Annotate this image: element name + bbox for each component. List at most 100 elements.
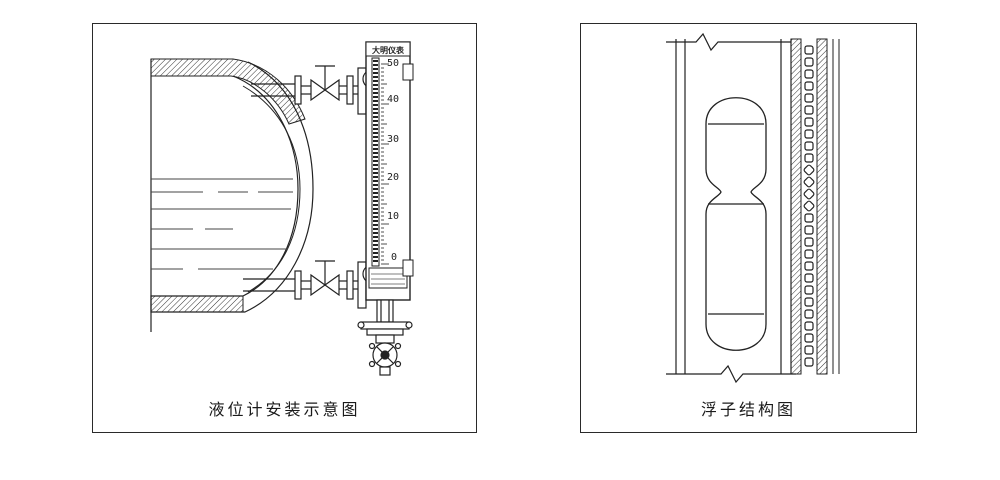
level-segment bbox=[373, 236, 378, 238]
upper-valve bbox=[251, 65, 367, 115]
level-segment bbox=[373, 108, 378, 110]
level-segment bbox=[373, 76, 378, 78]
indicator-flap bbox=[803, 164, 815, 176]
level-segment bbox=[373, 144, 378, 146]
level-segment bbox=[373, 224, 378, 226]
indicator-flap bbox=[804, 297, 814, 307]
level-segment bbox=[373, 148, 378, 150]
float bbox=[705, 97, 767, 351]
level-segment bbox=[373, 176, 378, 178]
indicator-flap bbox=[803, 200, 815, 212]
level-segment bbox=[373, 112, 378, 114]
scale-label-30: 30 bbox=[387, 134, 399, 145]
level-segment bbox=[373, 100, 378, 102]
level-segment bbox=[373, 256, 378, 258]
indicator-flap bbox=[804, 273, 814, 283]
level-segment bbox=[373, 228, 378, 230]
level-segment bbox=[373, 84, 378, 86]
level-segment bbox=[373, 252, 378, 254]
level-segment bbox=[373, 88, 378, 90]
level-segment bbox=[373, 128, 378, 130]
level-segment bbox=[373, 120, 378, 122]
scale-label-50: 50 bbox=[387, 58, 399, 69]
level-segment bbox=[373, 140, 378, 142]
level-segment bbox=[373, 232, 378, 234]
scale-ticks bbox=[381, 63, 389, 265]
indicator-flap bbox=[803, 188, 815, 200]
level-segment bbox=[373, 196, 378, 198]
float-structure-diagram bbox=[666, 32, 840, 384]
level-segment bbox=[373, 204, 378, 206]
level-segment bbox=[373, 116, 378, 118]
indicator-flap bbox=[804, 309, 814, 319]
indicator-flap bbox=[804, 213, 814, 223]
drain-valve bbox=[357, 299, 413, 376]
level-segment bbox=[373, 60, 378, 62]
level-segment bbox=[373, 188, 378, 190]
level-segment bbox=[373, 260, 378, 262]
indicator-flap bbox=[804, 261, 814, 271]
level-segment bbox=[373, 132, 378, 134]
level-gauge bbox=[362, 41, 414, 301]
level-segment bbox=[373, 168, 378, 170]
level-segment bbox=[373, 212, 378, 214]
level-segment bbox=[373, 64, 378, 66]
gauge-brand-label: 大明仪表 bbox=[372, 45, 405, 55]
indicator-flap bbox=[804, 57, 814, 67]
indicator-flap bbox=[804, 153, 814, 163]
level-segment bbox=[373, 80, 378, 82]
indicator-flap bbox=[804, 93, 814, 103]
level-segment bbox=[373, 200, 378, 202]
indicator-flap bbox=[803, 176, 815, 188]
indicator-flap bbox=[804, 249, 814, 259]
level-segment bbox=[373, 164, 378, 166]
indicator-flap bbox=[804, 237, 814, 247]
indicator-flap bbox=[804, 81, 814, 91]
level-segment bbox=[373, 244, 378, 246]
scale-label-10: 10 bbox=[387, 211, 399, 222]
level-segment bbox=[373, 136, 378, 138]
float-structure-panel: 浮子结构图 bbox=[580, 23, 917, 433]
level-segment bbox=[373, 180, 378, 182]
scale-label-40: 40 bbox=[387, 94, 399, 105]
level-segment bbox=[373, 156, 378, 158]
level-segment bbox=[373, 192, 378, 194]
level-segment bbox=[373, 160, 378, 162]
level-segment bbox=[373, 92, 378, 94]
indicator-flap bbox=[804, 225, 814, 235]
level-segment bbox=[373, 72, 378, 74]
level-indicator-segments bbox=[373, 60, 378, 262]
level-segment bbox=[373, 248, 378, 250]
scale-label-0: 0 bbox=[391, 252, 397, 263]
level-segment bbox=[373, 220, 378, 222]
scale-labels: 50 40 30 20 10 0 bbox=[387, 58, 399, 263]
level-segment bbox=[373, 184, 378, 186]
indicator-housing-right bbox=[816, 38, 828, 375]
indicator-flap bbox=[804, 45, 814, 55]
indicator-flap bbox=[804, 357, 814, 367]
level-segment bbox=[373, 240, 378, 242]
indicator-flap bbox=[804, 105, 814, 115]
indicator-flap bbox=[804, 321, 814, 331]
installation-diagram: 50 40 30 20 10 0 大明仪表 bbox=[150, 41, 414, 376]
indicator-flap bbox=[804, 141, 814, 151]
indicator-housing-left bbox=[790, 38, 802, 375]
indicator-flap bbox=[804, 333, 814, 343]
level-segment bbox=[373, 216, 378, 218]
indicator-flap bbox=[804, 129, 814, 139]
indicator-flaps bbox=[803, 45, 815, 367]
level-segment bbox=[373, 172, 378, 174]
indicator-flap bbox=[804, 285, 814, 295]
indicator-flap bbox=[804, 69, 814, 79]
lower-valve bbox=[243, 260, 367, 309]
level-segment bbox=[373, 68, 378, 70]
indicator-flap bbox=[804, 345, 814, 355]
level-segment bbox=[373, 208, 378, 210]
level-segment bbox=[373, 104, 378, 106]
installation-diagram-caption: 液位计安装示意图 bbox=[208, 400, 361, 419]
indicator-flap bbox=[804, 117, 814, 127]
vessel-wall bbox=[150, 58, 314, 332]
scale-label-20: 20 bbox=[387, 172, 399, 183]
level-segment bbox=[373, 96, 378, 98]
float-structure-caption: 浮子结构图 bbox=[700, 400, 796, 419]
